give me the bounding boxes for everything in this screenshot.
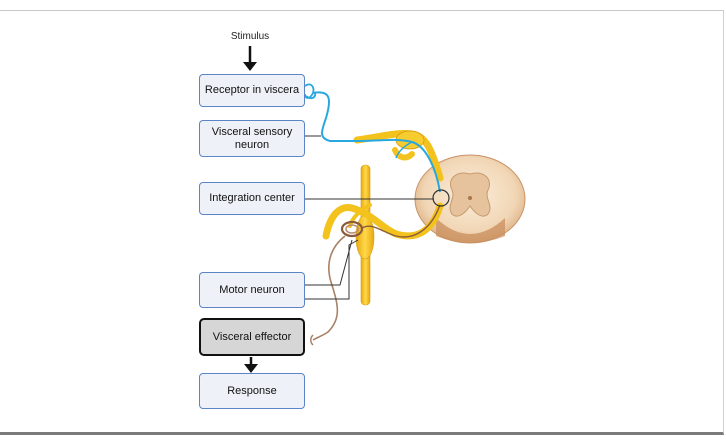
leader-lines xyxy=(304,135,434,300)
sensory-nerve-fiber xyxy=(304,83,441,193)
motor-nerve-fiber xyxy=(310,204,441,346)
motor-neuron-box: Motor neuron xyxy=(199,272,305,308)
ventral-root xyxy=(322,202,444,240)
stimulus-label: Stimulus xyxy=(230,31,270,42)
integration-center-marker xyxy=(432,189,450,207)
visceral-effector-box: Visceral effector xyxy=(199,318,305,356)
receptor-box: Receptor in viscera xyxy=(199,74,305,107)
response-arrow xyxy=(244,357,258,373)
stimulus-arrow xyxy=(243,46,257,71)
slide-frame xyxy=(0,10,724,435)
response-box: Response xyxy=(199,373,305,409)
sensory-neuron-box: Visceral sensory neuron xyxy=(199,120,305,157)
integration-center-box: Integration center xyxy=(199,182,305,215)
